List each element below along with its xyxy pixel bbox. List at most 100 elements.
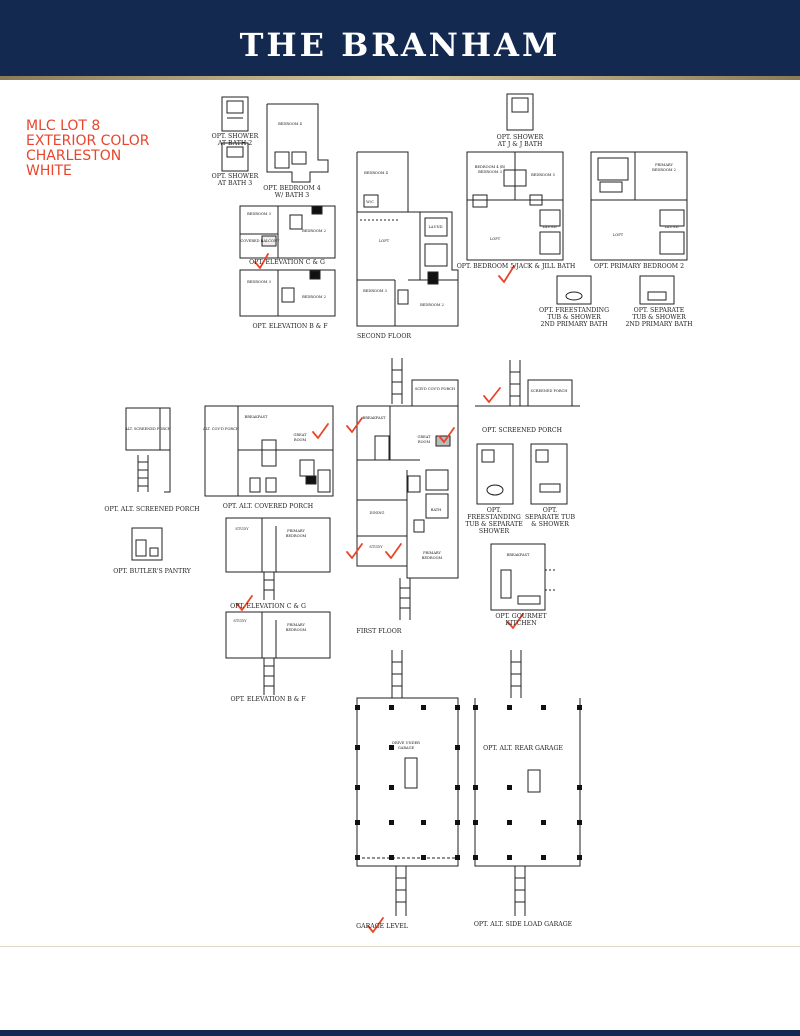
lot-note-line: MLC LOT 8 [26,118,101,134]
checkmark-icon [254,253,269,269]
room-label: BATH [431,508,442,512]
checkmark-icon [483,387,501,403]
room-label: BEDROOM [286,534,307,538]
caption-opt-gourmet: KITCHEN [505,620,537,627]
opt-bedroom4-bath3-plan [266,103,329,183]
caption-opt-shower-bath3: AT BATH 3 [217,180,252,187]
caption-opt-separate-2nd: TUB & SHOWER [632,314,686,321]
opt-bed5-jj-plan [466,151,564,261]
lot-note-line: WHITE [26,163,72,179]
room-label: PRIMARY [287,529,305,533]
room-label: STUDY [235,527,249,531]
opt-freestanding-2nd-plan [556,275,592,305]
room-label: PRIMARY [287,623,305,627]
room-label: DINING [370,511,385,515]
caption-opt-freestanding-1st: FREESTANDING [467,514,521,521]
room-label: ALT. COV'D PORCH [202,427,239,431]
caption-opt-alt-rear-garage: OPT. ALT. REAR GARAGE [483,745,563,752]
opt-alt-covered-porch-plan [204,405,334,497]
room-label: DRIVE UNDER [392,741,420,745]
caption-opt-primary-bed2: OPT. PRIMARY BEDROOM 2 [594,263,684,270]
checkmark-icon [367,917,384,933]
footer-bar [0,1030,800,1036]
opt-elevation-cg-top-plan [239,205,336,259]
room-label: BREAKFAST [507,553,530,557]
room-label: SCREENED PORCH [531,389,568,393]
lot-note-line: EXTERIOR COLOR [26,133,150,149]
selection-checkmarks [236,253,524,933]
page-title: THE BRANHAM [239,26,561,64]
opt-elevation-bf-mid-plan [225,611,331,695]
caption-opt-screened: OPT. SCREENED PORCH [482,427,563,434]
room-label: BEDROOM 3 [247,212,272,216]
checkmark-icon [236,595,253,611]
opt-alt-screened-porch-plan [125,407,171,493]
opt-separate-1st-plan [530,443,568,505]
room-label: BEDROOM 4 (B) [475,165,506,169]
caption-opt-side-load: OPT. ALT. SIDE LOAD GARAGE [474,921,573,928]
opt-shower-bath3-plan [221,142,249,172]
header-gold-rule [0,76,800,80]
caption-opt-separate-1st: SEPARATE TUB [525,514,576,521]
room-label: ALT. SCREENED PORCH [124,427,171,431]
footer-divider [0,946,800,947]
checkmark-icon [438,427,455,443]
room-label: SCR'D COV'D PORCH [415,387,455,391]
caption-opt-separate-2nd: 2ND PRIMARY BATH [625,321,693,328]
room-label: GARAGE [398,746,415,750]
opt-shower-jj-plan [506,93,534,131]
caption-opt-separate-2nd: OPT. SEPARATE [634,307,685,314]
caption-opt-freestanding-1st: TUB & SEPARATE [465,521,523,528]
lot-note: MLC LOT 8 EXTERIOR COLOR CHARLESTON WHIT… [26,119,149,179]
caption-opt-freestanding-2nd: OPT. FREESTANDING [539,307,609,314]
garage-level-plan [356,650,459,916]
room-label: BEDROOM 3 [247,280,272,284]
room-label: PRIMARY [655,163,673,167]
caption-opt-bedroom4-bath3: W/ BATH 3 [275,192,310,199]
room-label: BEDROOM 5 [531,173,556,177]
caption-opt-shower-jj: AT J & J BATH [497,141,543,148]
room-label: BEDROOM 2 [652,168,676,172]
opt-elevation-bf-top-plan [239,269,336,317]
room-label: ROOM [294,438,307,442]
caption-garage-level: GARAGE LEVEL [356,923,408,930]
page-header: THE BRANHAM [0,0,800,76]
room-label: BEDROOM 4 [278,122,303,126]
garage-columns [355,705,582,860]
room-label: BREAKFAST [363,416,386,420]
caption-opt-elevation-cg-top: OPT. ELEVATION C & G [249,259,325,266]
caption-opt-shower-bath2: AT BATH 2 [217,140,252,147]
lot-note-line: CHARLESTON [26,148,122,164]
room-label: BEDROOM [286,628,307,632]
checkmark-icon [385,543,402,559]
room-label: BEDROOM 2 [302,295,326,299]
opt-primary-bedroom2-plan [590,151,688,261]
caption-opt-bedroom4-bath3: OPT. BEDROOM 4 [263,185,321,192]
opt-rear-garage-plan [474,650,581,916]
checkmark-icon [507,613,524,629]
caption-opt-elevation-bf-mid: OPT. ELEVATION B & F [230,696,306,703]
checkmark-icon [346,543,363,559]
caption-opt-gourmet: OPT. GOURMET [495,613,547,620]
caption-opt-shower-jj: OPT. SHOWER [497,134,544,141]
caption-opt-shower-bath2: OPT. SHOWER [212,133,259,140]
caption-opt-shower-bath3: OPT. SHOWER [212,173,259,180]
opt-shower-bath2-plan [221,96,249,132]
caption-second-floor: SECOND FLOOR [357,333,411,340]
room-label: BEDROOM 3 [363,289,388,293]
opt-screened-porch-plan [475,360,580,407]
caption-opt-butlers: OPT. BUTLER'S PANTRY [113,568,192,575]
room-label: LOFT [379,239,390,243]
second-floor-plan [356,151,459,327]
opt-elevation-cg-mid-plan [225,517,331,600]
room-label: GREAT [294,433,308,437]
caption-opt-alt-covered: OPT. ALT. COVERED PORCH [223,503,314,510]
room-label: BEDROOM 2 [302,229,326,233]
room-label: STUDY [369,545,383,549]
room-label: LOFT [490,237,501,241]
caption-opt-bed5-jj: OPT. BEDROOM 5/JACK & JILL BATH [457,263,576,270]
caption-opt-freestanding-1st: SHOWER [479,528,510,535]
room-label: LAUND. [428,225,443,229]
room-label: BEDROOM 4 [364,171,389,175]
